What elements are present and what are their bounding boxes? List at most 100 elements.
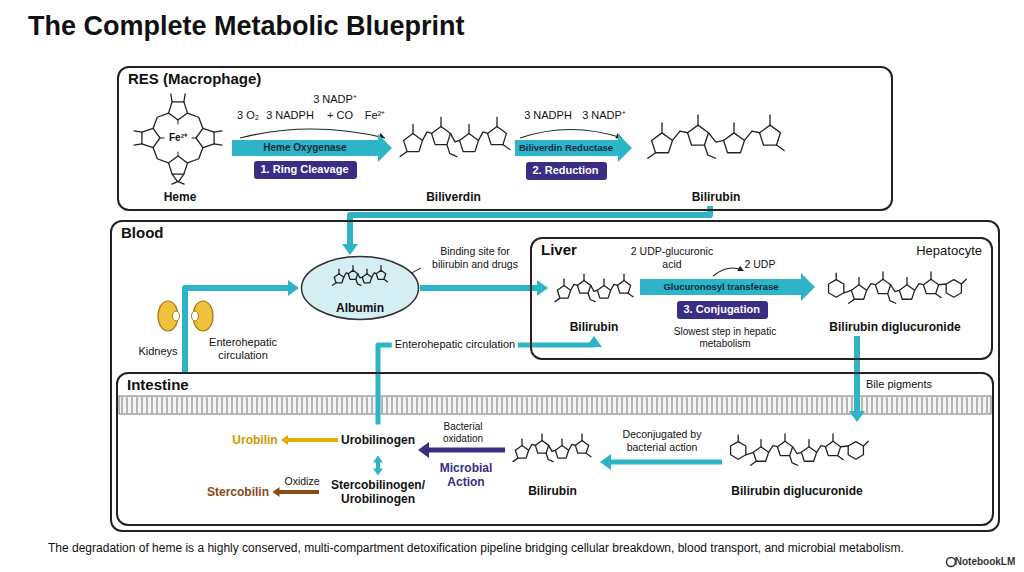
diagram-title: The Complete Metabolic Blueprint <box>28 10 465 42</box>
bond-stroke <box>134 144 142 145</box>
bond-stroke <box>844 290 852 292</box>
flow-connector <box>420 280 548 296</box>
bond-stroke <box>746 452 754 454</box>
arrow-head <box>737 266 744 271</box>
node-text: Heme <box>164 190 197 204</box>
diagram-caption: The degradation of heme is a highly cons… <box>48 541 904 555</box>
metabolite-label: Stercobilinogen/ Urobilinogen <box>319 476 437 509</box>
bond-stroke <box>571 284 578 290</box>
microvillus <box>296 397 297 413</box>
edge-label-holder: Bacterial oxidation <box>427 421 499 445</box>
panel-header: Blood <box>112 222 998 242</box>
bond-stroke <box>731 442 746 460</box>
bond-stroke <box>829 280 844 298</box>
bond-stroke <box>384 279 388 282</box>
microvillus <box>456 397 457 413</box>
bond-stroke <box>214 131 222 132</box>
bond-stroke <box>178 152 179 156</box>
microvillus <box>681 397 682 413</box>
bond-stroke <box>672 131 687 140</box>
microvillus <box>226 397 227 413</box>
bond-stroke <box>168 102 187 120</box>
microvillus <box>841 397 842 413</box>
node-text: Bilirubin <box>570 320 619 334</box>
bond-stroke <box>192 138 196 139</box>
cofactor-label: 3 NADPH <box>266 109 314 122</box>
microvillus <box>521 397 522 413</box>
connector-line <box>426 448 505 453</box>
connector-line <box>350 206 710 247</box>
microvillus <box>696 397 697 413</box>
bond-stroke <box>760 440 761 447</box>
label-holder: 3 NADPH <box>266 109 314 122</box>
microvillus <box>476 397 477 413</box>
microvillus <box>271 397 272 413</box>
node-text: Intestine <box>127 376 189 394</box>
pathway-label: Enterohepatic circulation <box>198 336 288 362</box>
bond-stroke <box>366 269 367 274</box>
cofactor-label: 2 UDP-glucuronic acid <box>626 245 718 270</box>
arrow-head <box>273 487 280 497</box>
bond-stroke <box>196 128 214 147</box>
product-label: 2 UDP <box>745 258 776 271</box>
bond-stroke <box>586 453 591 457</box>
microvillus <box>161 397 162 413</box>
label-holder: Fe²⁺ <box>365 109 386 122</box>
microvillus <box>186 397 187 413</box>
bond-stroke <box>557 285 570 298</box>
microvillus <box>581 397 582 413</box>
microvillus <box>761 397 762 413</box>
microvillus <box>451 397 452 413</box>
microvillus <box>336 397 337 413</box>
microvillus <box>691 397 692 413</box>
microvillus <box>281 397 282 413</box>
microvillus <box>911 397 912 413</box>
microvillus <box>786 397 787 413</box>
microvillus <box>196 397 197 413</box>
bond-stroke <box>793 447 802 454</box>
reactant-label: 3 O₂ <box>237 109 259 122</box>
microvillus <box>136 397 137 413</box>
microvillus <box>236 397 237 413</box>
callout-note: Slowest step in hepatic metabolism <box>668 326 783 350</box>
microvillus <box>671 397 672 413</box>
product-label: + CO <box>327 109 353 122</box>
process-label: Microbial Action <box>430 461 502 490</box>
microvillus <box>561 397 562 413</box>
microvillus <box>526 397 527 413</box>
microvillus <box>511 397 512 413</box>
microvillus <box>471 397 472 413</box>
arrow-head <box>373 469 383 476</box>
microvillus <box>596 397 597 413</box>
microvillus <box>421 397 422 413</box>
microvillus <box>901 397 902 413</box>
cofactor-arc <box>240 129 385 138</box>
microvillus <box>936 397 937 413</box>
bond-stroke <box>188 113 203 128</box>
bond-stroke <box>348 270 358 279</box>
arrow-head <box>618 134 632 162</box>
bond-stroke <box>561 439 562 445</box>
microvillus <box>731 397 732 413</box>
node-text: Liver <box>541 241 577 259</box>
watermark-icon <box>947 558 956 567</box>
flow-connector <box>418 442 505 458</box>
bond-stroke <box>597 285 610 298</box>
flow-connector <box>281 435 338 445</box>
arrow-head <box>537 280 548 296</box>
arrow-head <box>418 442 429 458</box>
microvillus <box>616 397 617 413</box>
bond-stroke <box>172 174 184 184</box>
microvillus <box>931 397 932 413</box>
connector-line <box>277 490 319 494</box>
edge-label: Bile pigments <box>866 378 932 391</box>
bond-stroke <box>376 270 386 279</box>
bond-stroke <box>546 453 553 461</box>
microvillus <box>971 397 972 413</box>
bond-stroke <box>930 272 931 279</box>
bond-stroke <box>431 127 450 145</box>
microvillus <box>961 397 962 413</box>
node-text: Hepatocyte <box>916 243 982 259</box>
bond-stroke <box>334 274 344 283</box>
microvillus <box>891 397 892 413</box>
